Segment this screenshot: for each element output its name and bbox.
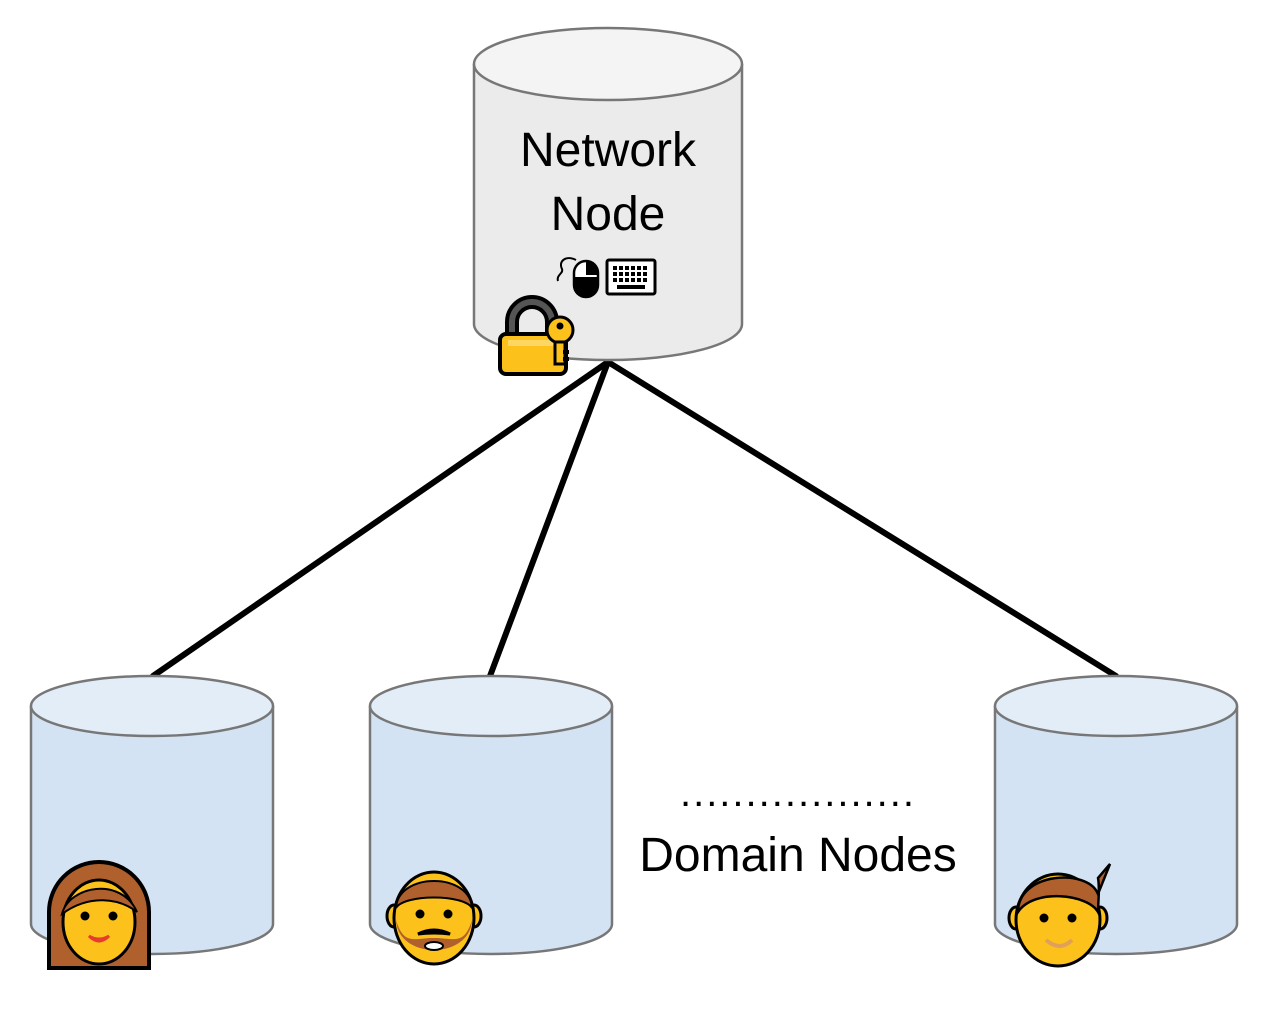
- domain-node-3[interactable]: [993, 674, 1239, 968]
- domain-node-1[interactable]: [29, 674, 275, 970]
- network-node[interactable]: Network Node: [472, 26, 744, 376]
- network-node-label-line2: Node: [551, 188, 666, 241]
- network-node-top: [472, 26, 744, 102]
- domain-node-1-top: [29, 674, 275, 738]
- edge-network-to-domain-2: [487, 359, 611, 679]
- network-node-body: [472, 64, 744, 362]
- edges: [150, 359, 1119, 679]
- domain-node-2-top: [368, 674, 614, 738]
- edge-network-to-domain-1: [150, 359, 611, 679]
- domain-node-2[interactable]: [368, 674, 614, 966]
- domain-nodes-label: Domain Nodes: [639, 829, 956, 882]
- man-icon: [1007, 863, 1112, 968]
- domain-node-3-top: [993, 674, 1239, 738]
- woman-icon: [47, 860, 151, 970]
- mouse-icon: [556, 257, 600, 299]
- bearded-man-icon: [385, 870, 483, 966]
- keyboard-icon: [605, 258, 657, 296]
- lock-key-icon: [498, 295, 575, 376]
- edge-network-to-domain-3: [605, 359, 1119, 679]
- domain-nodes-ellipsis: ..................: [680, 771, 916, 815]
- network-node-label-line1: Network: [520, 124, 697, 177]
